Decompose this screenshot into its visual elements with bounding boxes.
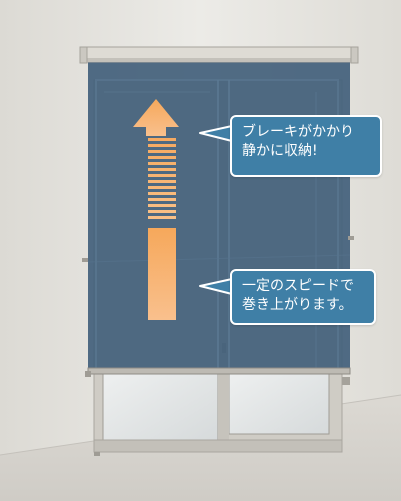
callout-brake-line1: ブレーキがかかり (242, 124, 354, 140)
roller-screen (87, 62, 351, 375)
callout-speed: 一定のスピードで 巻き上がります。 (230, 269, 376, 325)
up-arrow-icon (133, 99, 179, 320)
callout-speed-line1: 一定のスピードで (242, 278, 354, 294)
cassette-box (79, 46, 359, 64)
callout-brake-line2: 静かに収納! (242, 143, 318, 159)
callout-speed-line2: 巻き上がります。 (242, 297, 353, 313)
callout-brake: ブレーキがかかり 静かに収納! (230, 115, 382, 177)
